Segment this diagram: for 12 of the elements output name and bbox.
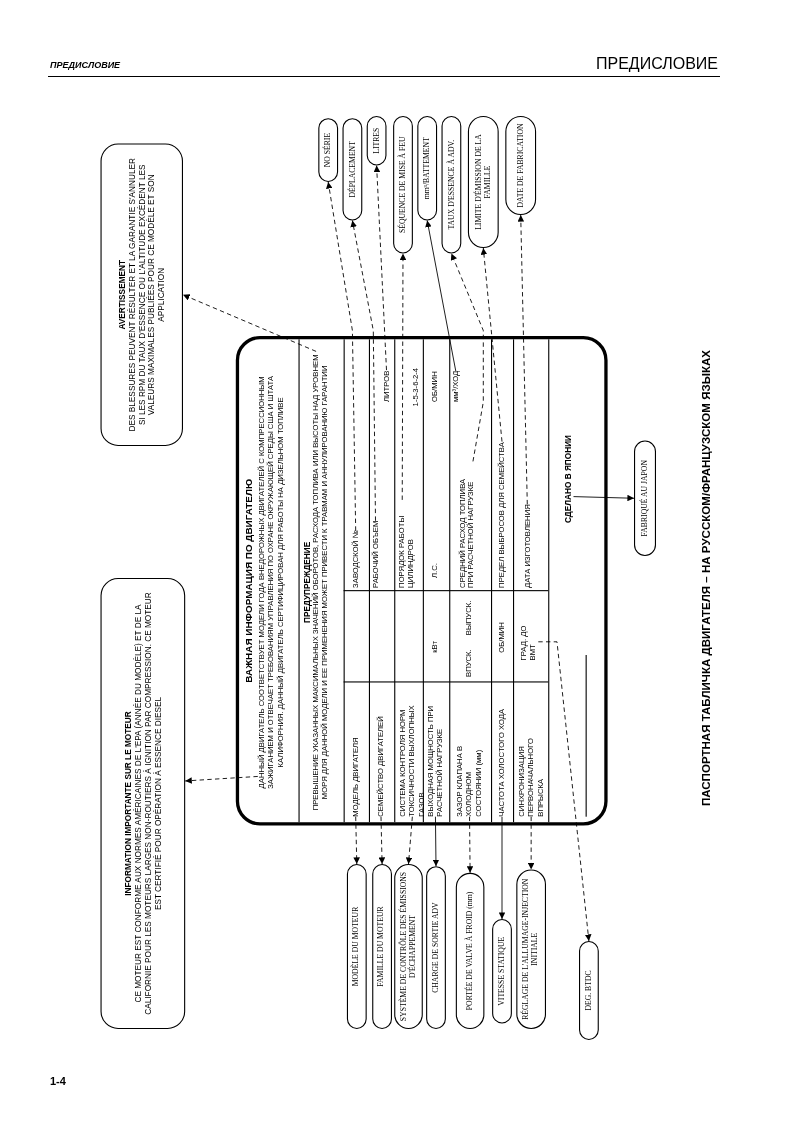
running-header: ПРЕДИСЛОВИЕ xyxy=(50,60,121,70)
figure-caption: ПАСПОРТНАЯ ТАБЛИЧКА ДВИГАТЕЛЯ – НА РУССКОМ/ФРАНЦУЗСКОМ ЯЗЫКАХ xyxy=(698,349,713,807)
plate-title: ВАЖНАЯ ИНФОРМАЦИЯ ПО ДВИГАТЕЛЮ xyxy=(243,478,256,683)
page-number: 1-4 xyxy=(50,1075,66,1087)
note-text: CE MOTEUR EST CONFORME AUX NORMES AMÉRICAINES DE L'EPA (ANNÉE DU MODÈLE) ET DE LA CALIFORNIE POUR LES MOTEURS LARGES NON-ROUTIERS À IGNITION PAR COMPRESSION. CE MOTEUR EST CERTIFIÉ POUR OPÉRATION À ESSENCE DIESEL xyxy=(132,591,163,1017)
note-text: DES BLESSURES PEUVENT RÉSULTER ET LA GARANTIE S'ANNULER SI LES RPM DU TAUX D'ESSENCE OU L'ALTITUDE EXCÈDENT LES VALEURS MAXIMALES PUBLIÉES POUR CE MODÈLE ET SON APPLICATION xyxy=(126,157,167,434)
section-title: ПРЕДИСЛОВИЕ xyxy=(596,55,718,73)
nameplate xyxy=(235,336,608,826)
warning-heading: ПРЕДУПРЕЖДЕНИЕ xyxy=(301,540,312,623)
note-heading: INFORMATION IMPORTANTE SUR LE MOTEUR xyxy=(123,711,133,896)
maker-text: СДЕЛАНО В ЯПОНИИ xyxy=(563,435,574,523)
note-heading: AVERTISSEMENT xyxy=(117,260,127,330)
